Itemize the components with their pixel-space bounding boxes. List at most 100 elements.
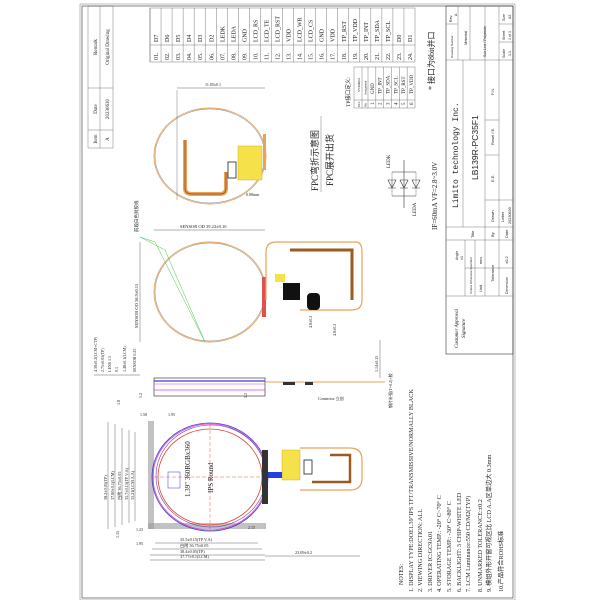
- led-cathode-label: LEDK: [387, 154, 392, 168]
- pin-name: TP_SDA: [375, 19, 381, 42]
- tolerance-label: Tolerance: [490, 264, 495, 282]
- pin-number: 19.: [353, 52, 359, 60]
- led-anode-label: LEDA: [413, 202, 418, 216]
- note-item: 4. OPERATING TEMP.: -20° C~70° C: [436, 495, 443, 592]
- panel-label: 1.39" 360RGBx360: [184, 441, 192, 497]
- tp-header-no: NO.: [357, 101, 361, 107]
- dim-sensor-od-v: SENSOR OD 38.9±0.15: [134, 283, 139, 328]
- signature-label: Signature: [462, 318, 467, 338]
- angle-label: Angle: [455, 251, 459, 260]
- dimension-label: Dimension: [505, 277, 509, 294]
- dim-bottom-white-edge: 白附 36.75±0.05: [180, 542, 208, 549]
- dim-1-23: 1.23: [136, 527, 143, 532]
- pin-name: LCD_RS: [253, 20, 259, 42]
- pin-number: 05.: [198, 52, 204, 60]
- tp-header-assignment: Assignment: [364, 81, 368, 96]
- pin-name: TP_RST: [342, 21, 348, 42]
- led-schematic: LEDA LEDK: [387, 154, 421, 216]
- tp-table: NO.SYMBOLPinAssignment1GND2TP_INT3TP_SDA…: [353, 66, 416, 109]
- note-item: 6. BACKLIGHT: 3 CHIP-WHITE LED: [456, 492, 463, 592]
- pin-number: 20.: [364, 52, 370, 60]
- led-diode-icon: [387, 172, 421, 196]
- front-view: 1.39" 360RGBx360 IPS Round Connector 立创 …: [103, 395, 363, 561]
- pin-name: GND: [320, 28, 326, 42]
- notes-title: NOTES:: [399, 564, 405, 585]
- pin-name: GND: [242, 28, 248, 42]
- pin-number: 01.: [154, 52, 160, 60]
- pin-name: LEDA: [231, 25, 237, 42]
- letter-label: Letter: [500, 211, 505, 222]
- dim-total-thickness: 4.38±0.2(LCM+CTP): [93, 336, 98, 372]
- dim-tp-va: 35.7±0.15(TP V.A): [124, 467, 129, 500]
- connector-note: Connector 立创: [318, 395, 344, 401]
- pin-number: 07.: [220, 52, 226, 60]
- glue-line-label: 前段白色封胶线: [133, 200, 140, 232]
- dim-white-edge: 白附 36.75±0.05: [116, 472, 123, 500]
- pin-number: 14.: [298, 52, 304, 60]
- rev-item: A: [106, 137, 111, 141]
- tp-pin-symbol: TP_SCL: [394, 76, 399, 94]
- rev-header-item: Item: [94, 134, 99, 143]
- dim-1-95-top: 1.95: [168, 412, 175, 417]
- customer-approval-label: Customer Approval: [455, 308, 460, 348]
- pin-name: TP_SCL: [386, 21, 392, 42]
- pin-number: 18.: [342, 52, 348, 60]
- interface-note: * 接口为8bit并口: [426, 32, 436, 90]
- unit-value: mm: [478, 257, 483, 264]
- drawing-number-label: Drawing Number: [450, 35, 454, 58]
- material-value: Sub Line / Polyimide: [483, 26, 487, 57]
- dim-bottom-tp-od: 38.4±0.05(TP): [180, 549, 205, 554]
- dim-1-58: 1.58: [140, 412, 147, 417]
- connector-icon: [303, 459, 313, 475]
- pin-name: D1: [408, 35, 414, 42]
- note-item: 3. DRIVER IC:GC9A01: [427, 531, 434, 592]
- pin-number: 08.: [231, 52, 237, 60]
- tp-header-symbol: SYMBOL: [357, 77, 361, 92]
- tp-header-pin: Pin: [364, 102, 368, 107]
- tp-pin-symbol: GND: [371, 83, 376, 94]
- title-block: Customer Approval Signature Unless Other…: [445, 5, 514, 355]
- pin-name: LCD_CS: [309, 20, 315, 42]
- pin-number: 04.: [187, 52, 193, 60]
- fpc-bent-view: 11.05±0.1 0.88mm: [153, 82, 267, 205]
- dim-1-15: 1.15: [115, 531, 120, 538]
- pin-number: 17.: [331, 52, 337, 60]
- rev-label: Rev.: [449, 15, 453, 22]
- dim-bottom-tp-va: 35.5±0.15(TP V.A): [180, 537, 213, 542]
- pin-number: 02.: [165, 52, 171, 60]
- dim-tp-od: 38.2±0.05(TP): [103, 475, 108, 500]
- dimension-tolerance: ±0.2: [504, 255, 509, 264]
- by-label: By: [490, 232, 495, 237]
- note-item: 5. STORAGE TEMP.: -30° C~80° C: [446, 501, 453, 592]
- side-view: 4.38±0.2(LCM+CTP) 2.75±0.05(TP) LENS 1.5…: [93, 336, 393, 408]
- pin-name: D6: [165, 35, 171, 42]
- pin-name: TP_VDD: [353, 18, 359, 42]
- led-spec: IF=60mA VF=2.8~3.0V: [431, 162, 439, 230]
- tp-pin-number: 6: [410, 102, 415, 105]
- note-item: 2. VIEWING DIRECTION: ALL: [417, 509, 424, 592]
- part-number: LB139R-PC35F1: [470, 115, 480, 180]
- pin-name: D2: [209, 35, 215, 42]
- driver-ic: [283, 283, 300, 300]
- dim-bottom-lcm-od: 37.77±0.1(LCM): [180, 554, 209, 559]
- fn-label: F.N.: [490, 88, 495, 95]
- dim-fpc-length: 23.09±0.2: [295, 550, 312, 555]
- tp-pin-number: 2: [379, 102, 384, 105]
- pin-number: 23.: [397, 52, 403, 60]
- drawing-frame-outer: [79, 3, 516, 600]
- panel-type: IPS Round: [207, 462, 215, 493]
- pin-name: D5: [176, 35, 182, 42]
- dim-1-2-right: 1.2: [243, 393, 248, 398]
- pin-number: 12.: [276, 52, 282, 60]
- stiffener-note: 钢片补强(T=0.2)+胶: [387, 373, 393, 408]
- dim-sensor-thickness: SENSOR 0.25: [132, 349, 137, 372]
- size-label: Size: [502, 14, 506, 21]
- sheet-label: Sheet: [502, 31, 506, 40]
- rev-header-date: Date: [94, 104, 99, 114]
- rosel-label: Rosel / E.: [490, 128, 495, 145]
- tp-pin-number: 4: [394, 102, 399, 105]
- pin-number: 22.: [386, 52, 392, 60]
- pin-number: 09.: [242, 52, 248, 60]
